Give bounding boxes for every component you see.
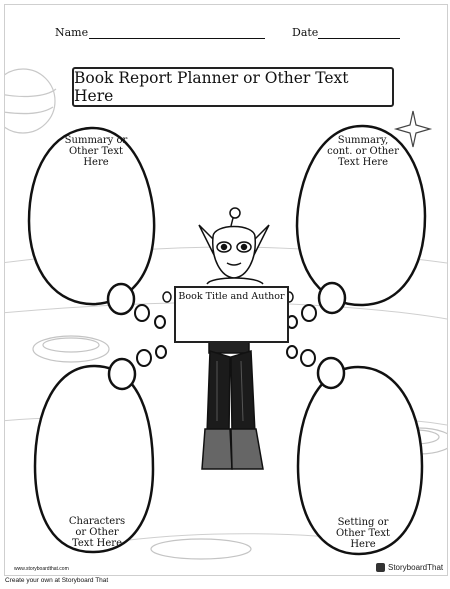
bubble-text-top-right[interactable]: Summary, cont. or Other Text Here (323, 135, 403, 168)
bubble-text-line: Text Here (72, 538, 122, 549)
planet-decoration (5, 68, 57, 134)
bubble-dot (300, 349, 316, 367)
bubble-text-line: Summary or (64, 135, 128, 146)
bubble-text-line: Setting or (337, 517, 389, 528)
bubble-bottom-left (33, 364, 155, 554)
bubble-dot (154, 315, 166, 329)
bubble-dot (316, 356, 346, 390)
worksheet-sheet: Name Date Book Report Planner or Other T… (4, 4, 448, 576)
date-label: Date (292, 26, 319, 39)
name-field[interactable] (89, 38, 265, 39)
bubble-dot (155, 345, 167, 359)
bubble-text-bottom-right[interactable]: Setting or Other Text Here (323, 517, 403, 550)
brand-name: StoryboardThat (388, 563, 444, 572)
bubble-dot (134, 304, 150, 322)
bubble-dot (106, 282, 136, 316)
bubble-text-line: Here (350, 539, 376, 550)
bubble-text-top-left[interactable]: Summary or Other Text Here (56, 135, 136, 168)
sparkle-star-icon (393, 110, 433, 148)
bubble-text-line: or Other (75, 527, 119, 538)
alien-character (162, 207, 294, 470)
bubble-text-line: Other Text (68, 146, 123, 157)
bubble-dot (286, 345, 298, 359)
title-box[interactable]: Book Report Planner or Other Text Here (72, 67, 394, 107)
name-label: Name (55, 26, 89, 39)
page-title: Book Report Planner or Other Text Here (74, 69, 349, 105)
background-art (5, 68, 447, 560)
book-title-box[interactable]: Book Title and Author (174, 286, 289, 343)
book-title-label: Book Title and Author (178, 291, 285, 302)
date-field[interactable] (318, 38, 400, 39)
bubble-text-bottom-left[interactable]: Characters or Other Text Here (57, 516, 137, 549)
bubble-text-line: cont. or Other (327, 146, 399, 157)
storyboardthat-logo-icon (376, 563, 385, 572)
bubble-text-line: Characters (68, 516, 126, 527)
bubble-dot (107, 357, 137, 391)
bubble-bottom-right (296, 365, 424, 556)
bubble-text-line: Other Text (335, 528, 390, 539)
bubble-top-right (295, 124, 427, 307)
bubble-dot (317, 281, 347, 315)
bubble-text-line: Text Here (338, 157, 388, 168)
thought-bubbles (27, 124, 427, 556)
bubble-text-line: Summary, (337, 135, 389, 146)
bubble-top-left (27, 126, 156, 306)
footer-link[interactable]: Create your own at Storyboard That (5, 577, 109, 584)
bubble-dot (301, 304, 317, 322)
site-watermark: www.storyboardthat.com (14, 566, 69, 572)
bubble-text-line: Here (83, 157, 109, 168)
bubble-dot (136, 349, 152, 367)
brand-watermark: StoryboardThat (376, 563, 443, 572)
